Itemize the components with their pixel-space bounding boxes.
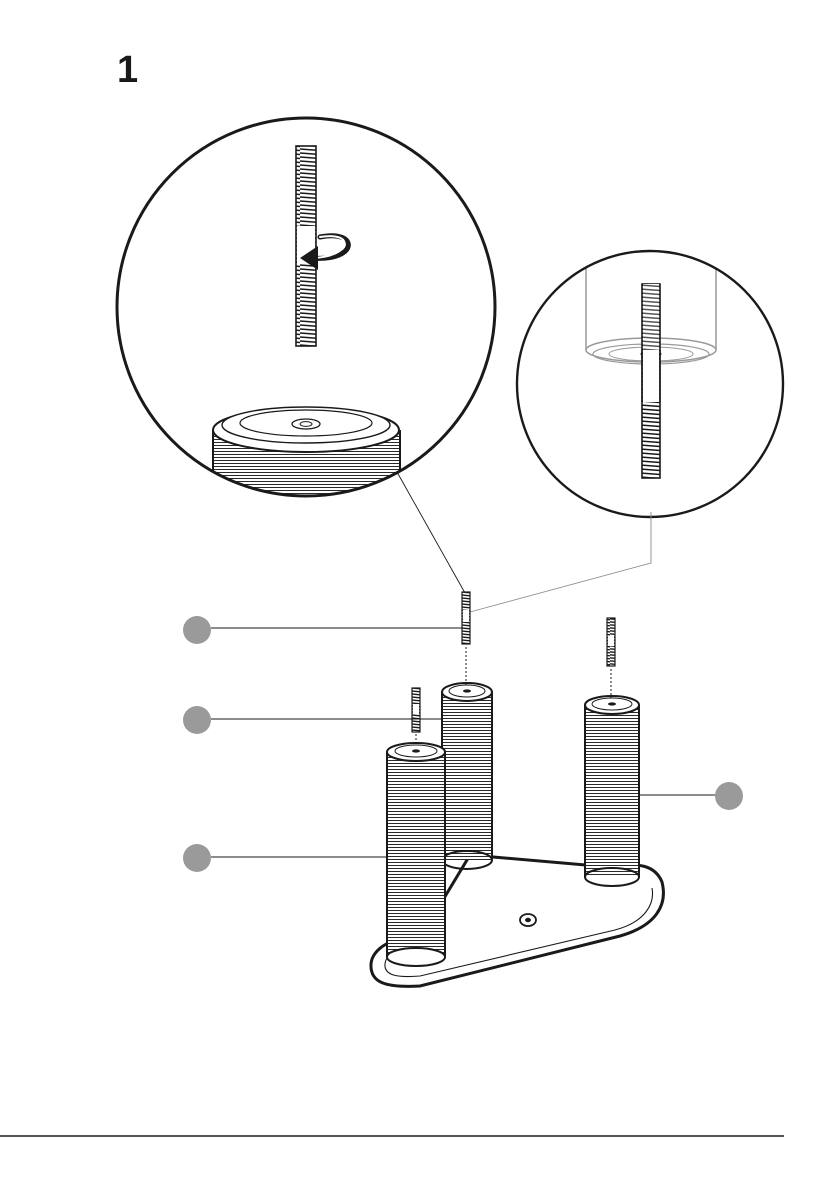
threaded-rod-middle (462, 592, 470, 686)
callout-right-column (639, 782, 743, 810)
callout-rod (183, 616, 462, 644)
callout-marker (183, 844, 211, 872)
column-front (387, 743, 445, 966)
column-back-middle (442, 683, 492, 869)
stand-assembly (371, 592, 663, 986)
callout-marker (183, 616, 211, 644)
detail-zoom-rod-onto-column (117, 118, 495, 500)
threaded-rod-front (412, 688, 420, 746)
detail-leader-lines (397, 472, 651, 612)
detail-zoom-rod-into-column (517, 250, 783, 517)
callout-rod-short (183, 706, 442, 734)
callout-marker (715, 782, 743, 810)
callout-marker (183, 706, 211, 734)
threaded-rod-right (607, 618, 615, 698)
callout-front-column (183, 844, 387, 872)
column-right (585, 696, 639, 886)
